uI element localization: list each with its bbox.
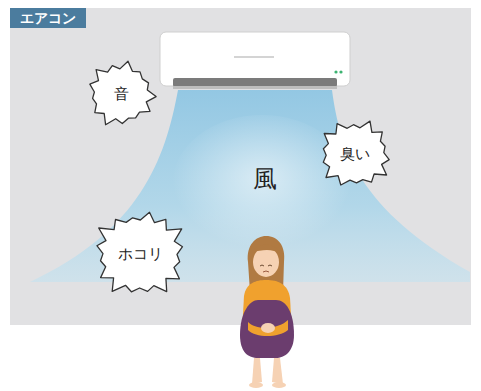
hands <box>261 323 275 333</box>
callout-text: ホコリ <box>90 208 190 300</box>
wind-label: 風 <box>245 163 285 195</box>
pants <box>240 300 294 358</box>
face <box>253 247 279 277</box>
sitting-woman <box>240 236 294 388</box>
ac-vent <box>173 78 337 87</box>
leg <box>272 358 283 384</box>
foot <box>249 382 263 388</box>
ac-lamp <box>334 70 337 73</box>
callout-text: 音 <box>85 60 157 128</box>
foot <box>272 382 286 388</box>
eyes <box>260 265 272 266</box>
ac-flap <box>173 86 337 89</box>
ac-body <box>160 32 350 86</box>
fringe <box>252 245 281 254</box>
burst-callout: 音 <box>85 60 157 128</box>
burst-callout: 臭い <box>316 118 394 190</box>
mouth <box>263 271 269 272</box>
title-tag: エアコン <box>10 8 86 28</box>
ac-line <box>234 56 274 58</box>
leg <box>252 358 262 384</box>
air-conditioner <box>160 32 350 89</box>
arms <box>248 320 288 336</box>
callout-text: 臭い <box>316 118 394 190</box>
wall-background <box>10 8 471 325</box>
ac-lamp <box>339 70 342 73</box>
burst-callout: ホコリ <box>90 208 190 300</box>
